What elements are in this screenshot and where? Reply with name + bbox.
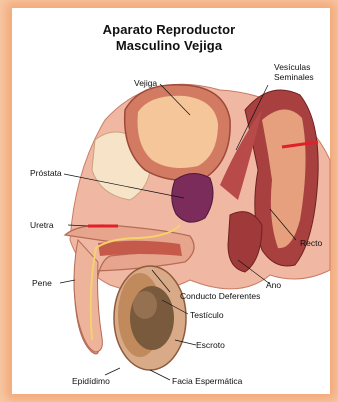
testicle-highlight bbox=[133, 291, 157, 319]
label-testiculo: Testículo bbox=[190, 310, 224, 320]
label-uretra: Uretra bbox=[30, 220, 54, 230]
label-pene: Pene bbox=[32, 278, 52, 288]
corpus-cavernosum bbox=[98, 241, 182, 256]
label-vesiculas: Vesículas bbox=[274, 62, 310, 72]
label-facia-espermatica: Facia Espermática bbox=[172, 376, 242, 386]
label-escroto: Escroto bbox=[196, 340, 225, 350]
label-ano: Ano bbox=[266, 280, 281, 290]
diagram-title-line1: Aparato Reproductor bbox=[0, 22, 338, 37]
bladder-inner bbox=[138, 96, 218, 168]
label-vejiga: Vejiga bbox=[134, 78, 157, 88]
label-prostata: Próstata bbox=[30, 168, 62, 178]
prostate bbox=[172, 173, 213, 222]
label-conducto-deferentes: Conducto Deferentes bbox=[180, 291, 260, 301]
label-seminales: Seminales bbox=[274, 72, 314, 82]
label-recto: Recto bbox=[300, 238, 322, 248]
label-epididimo: Epidídimo bbox=[72, 376, 110, 386]
diagram-title-line2: Masculino Vejiga bbox=[0, 38, 338, 53]
